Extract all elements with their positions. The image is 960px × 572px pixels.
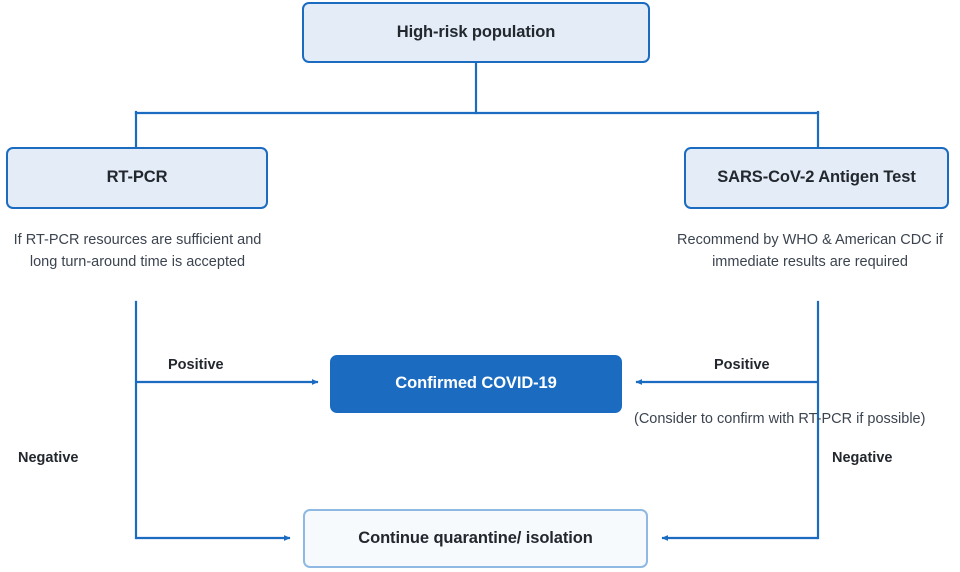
edge-label-negative-right: Negative <box>832 450 893 466</box>
caption-antigen-test: Recommend by WHO & American CDC if immed… <box>677 232 943 271</box>
edge-label-positive-right: Positive <box>714 357 770 373</box>
node-sars-cov-2-antigen-test[interactable]: SARS-CoV-2 Antigen Test <box>684 147 949 209</box>
caption-rt-pcr: If RT-PCR resources are sufficient and l… <box>13 232 262 271</box>
edge-label-positive-left: Positive <box>168 357 224 373</box>
node-high-risk-population[interactable]: High-risk population <box>302 2 650 63</box>
edge-label-negative-left: Negative <box>18 450 79 466</box>
note-consider-confirm-with-rt-pcr: (Consider to confirm with RT-PCR if poss… <box>634 411 926 427</box>
node-sars-cov-2-antigen-test-label: SARS-CoV-2 Antigen Test <box>717 168 916 187</box>
node-rt-pcr[interactable]: RT-PCR <box>6 147 268 209</box>
node-continue-quarantine-isolation-label: Continue quarantine/ isolation <box>358 528 593 547</box>
node-rt-pcr-label: RT-PCR <box>106 168 168 187</box>
node-high-risk-population-label: High-risk population <box>396 22 556 41</box>
node-continue-quarantine-isolation[interactable]: Continue quarantine/ isolation <box>303 509 648 568</box>
node-confirmed-covid-19-label: Confirmed COVID-19 <box>395 374 557 393</box>
node-confirmed-covid-19[interactable]: Confirmed COVID-19 <box>330 355 622 413</box>
